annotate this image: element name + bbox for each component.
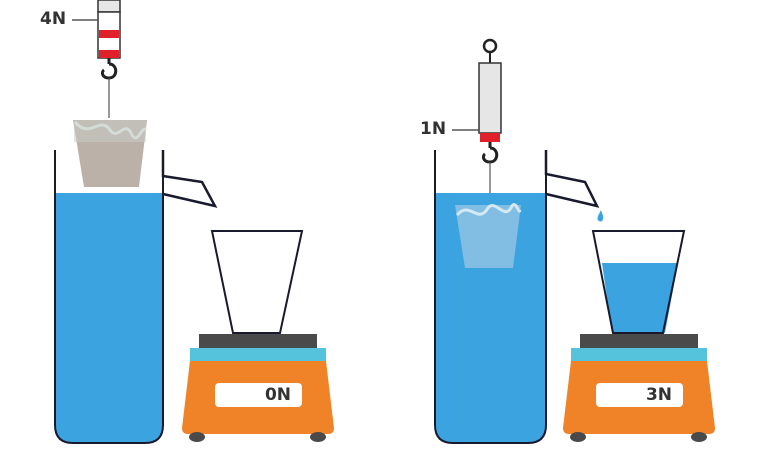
water-drop [597,210,604,222]
right-catch-cup [591,230,686,334]
right-overflow-can [434,150,604,444]
left-balance-reading: 0N [264,385,291,405]
right-balance [563,334,715,442]
right-object-submerged [455,203,522,268]
right-spring-scale-reading: 1N [420,119,447,139]
left-balance [182,334,334,442]
left-overflow-can [54,150,218,444]
left-catch-cup [210,230,304,334]
right-balance-reading: 3N [645,385,672,405]
left-object [73,120,148,187]
left-spring-scale [72,0,121,118]
left-spring-scale-reading: 4N [40,9,67,29]
right-spring-scale [452,38,502,205]
